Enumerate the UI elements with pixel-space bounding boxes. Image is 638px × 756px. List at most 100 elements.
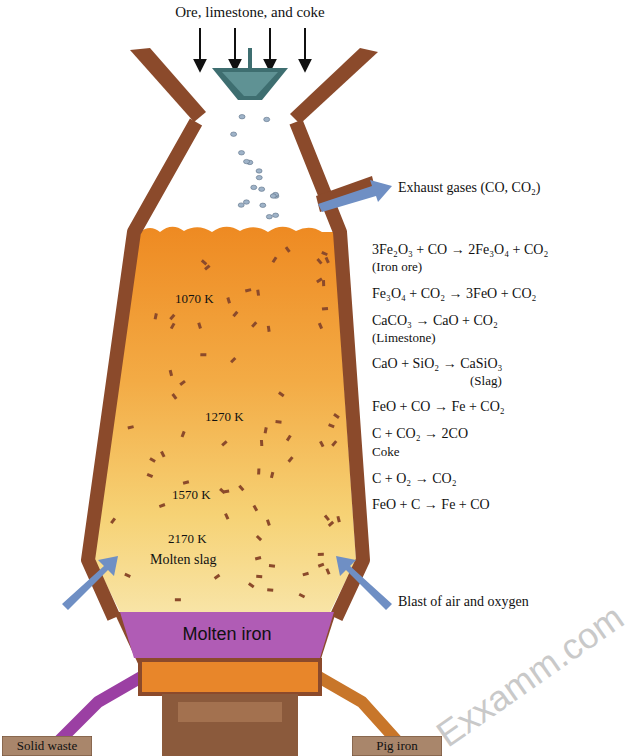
outlet-shape xyxy=(352,736,442,756)
ore-particle xyxy=(149,457,156,463)
falling-lump xyxy=(256,169,262,173)
annotation-label: CaCO₃ → CaO + CO₂ xyxy=(372,313,498,329)
ore-particle xyxy=(171,393,177,400)
ore-particle xyxy=(325,568,330,575)
hearth xyxy=(140,660,320,694)
ore-particle xyxy=(272,256,278,263)
ore-particle xyxy=(127,425,134,429)
falling-lump xyxy=(256,175,262,179)
annotation-label: 2170 K xyxy=(168,532,207,547)
outlet-box: Solid waste xyxy=(2,736,92,756)
ore-particle xyxy=(232,311,238,318)
charging-bell xyxy=(212,68,288,100)
ore-particle xyxy=(322,280,325,286)
ore-particle xyxy=(267,326,271,332)
ore-particle xyxy=(256,575,262,578)
hopper-wall xyxy=(290,48,378,124)
ore-particle xyxy=(214,574,221,580)
air-blast-arrow xyxy=(62,556,118,610)
ore-particle xyxy=(256,535,262,541)
charging-bell xyxy=(222,72,278,96)
ore-particle xyxy=(321,251,328,256)
falling-lump xyxy=(231,132,237,136)
annotation-label: Ore, limestone, and coke xyxy=(175,4,325,21)
ore-particle xyxy=(154,313,158,319)
falling-lump xyxy=(266,215,272,219)
ore-particle xyxy=(302,572,309,577)
ore-particle xyxy=(169,370,173,377)
annotation-label: C + O₂ → CO₂ xyxy=(372,471,457,487)
falling-charge xyxy=(231,115,279,219)
ore-particle xyxy=(248,582,255,588)
ore-particle xyxy=(204,264,210,270)
annotation-label: 3Fe₂O₃ + CO → 2Fe₃O₄ + CO₂ xyxy=(372,242,548,258)
ore-particle xyxy=(318,322,323,329)
ore-particle xyxy=(316,258,322,264)
charge-particles xyxy=(110,246,341,601)
feed-arrow xyxy=(199,28,201,70)
iron-tap-pipe xyxy=(310,672,398,742)
annotation-label: Exhaust gases (CO, CO₂) xyxy=(398,180,541,196)
ore-particle xyxy=(331,440,337,446)
air-blast-arrow xyxy=(336,556,392,610)
ore-particle xyxy=(318,553,324,556)
ore-particle xyxy=(324,515,330,522)
ore-particle xyxy=(170,323,176,330)
feed-arrow xyxy=(269,28,271,70)
falling-lump xyxy=(238,151,244,155)
annotation-label: 1270 K xyxy=(205,410,244,425)
ore-particle xyxy=(328,521,334,527)
annotation-label: FeO + CO → Fe + CO₂ xyxy=(372,399,505,415)
annotation-label: (Iron ore) xyxy=(372,260,422,275)
ore-particle xyxy=(270,472,274,479)
falling-lump xyxy=(238,203,244,207)
ore-particle xyxy=(287,456,293,463)
molten-iron-pool: Molten iron xyxy=(120,612,334,658)
falling-lump xyxy=(270,194,276,198)
ore-particle xyxy=(333,413,340,419)
ore-particle xyxy=(175,598,181,601)
outlet-box: Pig iron xyxy=(352,736,442,756)
ore-particle xyxy=(318,563,325,568)
ore-particle xyxy=(200,353,206,356)
ore-particle xyxy=(285,246,291,253)
ore-particle xyxy=(256,290,260,296)
ore-particle xyxy=(238,485,244,491)
outlet-shape xyxy=(2,736,92,756)
node-label: Molten iron xyxy=(182,625,271,645)
ore-particle xyxy=(264,427,268,433)
ore-particle xyxy=(260,440,263,446)
node-label: Pig iron xyxy=(376,739,418,753)
ore-particle xyxy=(278,391,285,397)
ore-particle xyxy=(266,519,271,526)
ore-particle xyxy=(255,556,262,560)
furnace-base xyxy=(178,702,282,722)
ore-particle xyxy=(286,435,292,442)
ore-particle xyxy=(275,420,281,424)
ore-particle xyxy=(197,322,202,329)
ore-particle xyxy=(269,564,275,568)
ore-particle xyxy=(319,441,324,448)
ore-particle xyxy=(253,505,259,512)
ore-particle xyxy=(316,278,323,284)
ore-particle xyxy=(169,314,175,320)
annotation-label: Coke xyxy=(372,445,399,460)
ore-particle xyxy=(226,297,231,304)
exhaust-arrow xyxy=(318,180,392,212)
annotation-label: (Slag) xyxy=(470,374,502,389)
ore-particle xyxy=(219,488,225,494)
ore-particle xyxy=(201,259,207,265)
falling-lump xyxy=(264,117,270,121)
ore-particle xyxy=(299,593,306,598)
furnace-base xyxy=(162,694,298,756)
annotation-label: FeO + C → Fe + CO xyxy=(372,497,490,513)
feed-arrows xyxy=(200,28,305,70)
falling-lump xyxy=(251,185,257,189)
annotation-label: Molten slag xyxy=(150,552,217,568)
annotation-label: 1570 K xyxy=(172,488,211,503)
slag-tap-pipe xyxy=(58,672,150,742)
ore-particle xyxy=(160,451,165,458)
ore-particle xyxy=(147,473,154,478)
feed-arrow xyxy=(304,28,306,70)
annotation-label: (Limestone) xyxy=(372,331,436,346)
